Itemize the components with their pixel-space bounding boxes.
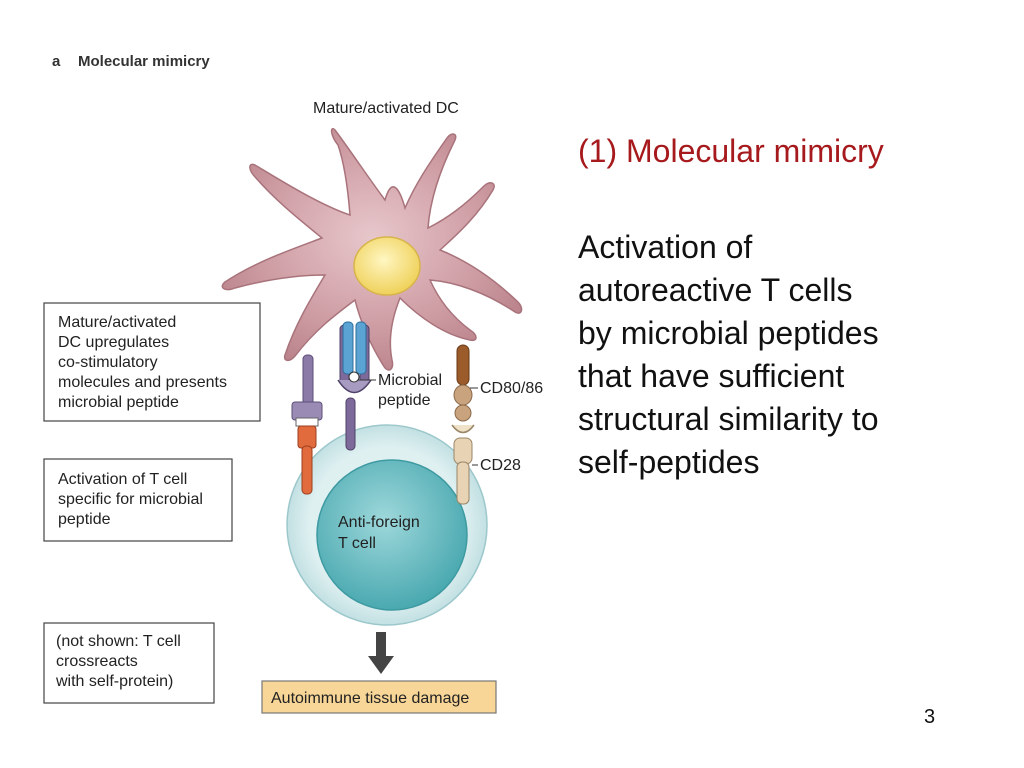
description-box-dc-text: Mature/activated DC upregulates co-stimu…	[58, 314, 231, 411]
outcome-label: Autoimmune tissue damage	[271, 690, 469, 707]
body-line: that have sufficient	[578, 358, 845, 394]
t-cell-receptor	[342, 321, 367, 383]
body-line: self-peptides	[578, 444, 760, 480]
t-cell-label: Anti-foreign T cell	[338, 514, 424, 552]
panel-letter: a	[52, 53, 61, 70]
cd28-label: CD28	[480, 457, 521, 474]
cd80-86-molecule	[453, 344, 473, 422]
outcome-box	[261, 680, 497, 714]
body-line: Activation of	[578, 229, 753, 265]
description-box-crossreact-text: (not shown: T cell crossreacts with self…	[55, 633, 185, 690]
description-box-dc	[43, 302, 261, 422]
microbial-peptide-label: Microbial peptide	[378, 372, 446, 409]
description-box-activation-text: Activation of T cell specific for microb…	[58, 471, 207, 528]
cd80-label: CD80/86	[480, 380, 543, 397]
costimulatory-receptor-left	[291, 354, 323, 495]
page-number: 3	[924, 706, 936, 728]
slide-body-text: Activation of autoreactive T cells by mi…	[578, 226, 1018, 484]
panel-title: Molecular mimicry	[78, 53, 210, 70]
body-line: autoreactive T cells	[578, 272, 853, 308]
body-line: by microbial peptides	[578, 315, 879, 351]
cd28-molecule	[451, 424, 475, 505]
description-box-activation	[43, 458, 233, 542]
body-line: structural similarity to	[578, 401, 879, 437]
slide-title: (1) Molecular mimicry	[578, 133, 884, 169]
description-box-crossreact	[43, 622, 215, 704]
dc-label: Mature/activated DC	[313, 100, 459, 117]
t-cell-nucleus	[316, 459, 468, 611]
dc-nucleus	[353, 236, 421, 296]
down-arrow-icon	[368, 632, 394, 674]
